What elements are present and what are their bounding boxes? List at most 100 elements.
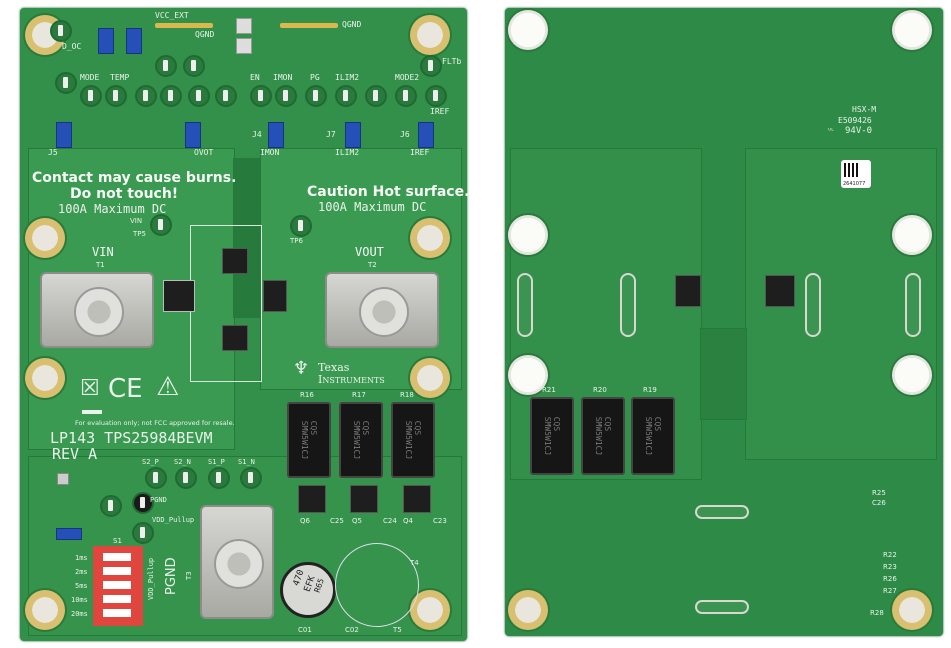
test-point[interactable] bbox=[305, 85, 327, 107]
label-tp5-vin: VIN bbox=[130, 217, 143, 225]
test-point[interactable] bbox=[80, 85, 102, 107]
label-r25: R25 bbox=[872, 489, 886, 497]
mounting-hole bbox=[508, 355, 548, 395]
tp-s2-p[interactable] bbox=[145, 467, 167, 489]
tp6-vout[interactable] bbox=[290, 215, 312, 237]
vin-terminal-lug[interactable] bbox=[40, 272, 154, 348]
label-r22: R22 bbox=[883, 551, 897, 559]
weee-icon: ☒ bbox=[80, 376, 100, 401]
warning-burns: Contact may cause burns. bbox=[32, 170, 237, 186]
dip-side-label: VDD_Pullup bbox=[147, 557, 155, 600]
mounting-hole bbox=[508, 10, 548, 50]
test-point[interactable] bbox=[188, 85, 210, 107]
test-point[interactable] bbox=[395, 85, 417, 107]
label-r16: R16 bbox=[300, 391, 314, 399]
electrolytic-capacitor-c01: 470 EFK R65 bbox=[280, 562, 336, 618]
test-point[interactable] bbox=[155, 55, 177, 77]
dip-switch[interactable] bbox=[93, 546, 143, 626]
jumper-j9[interactable] bbox=[56, 528, 82, 540]
dip-switch-5[interactable] bbox=[103, 609, 131, 617]
label-j7: J7 bbox=[326, 130, 336, 139]
label-t4: T4 bbox=[410, 559, 419, 567]
ti-text-2: Instruments bbox=[318, 373, 385, 386]
tp-s1-n[interactable] bbox=[240, 467, 262, 489]
test-point[interactable] bbox=[335, 85, 357, 107]
tp5-vin[interactable] bbox=[150, 214, 172, 236]
test-point[interactable] bbox=[160, 85, 182, 107]
label-vout: VOUT bbox=[355, 245, 384, 259]
test-point[interactable] bbox=[425, 85, 447, 107]
tp-s1-p[interactable] bbox=[208, 467, 230, 489]
label-r20: R20 bbox=[593, 386, 607, 394]
resistor-marking: CQS SMW5W1CJ bbox=[644, 416, 662, 456]
label-r18: R18 bbox=[400, 391, 414, 399]
resistor-marking: CQS SMW5W1CJ bbox=[352, 420, 370, 460]
shunt-resistor-r21: CQS SMW5W1CJ bbox=[530, 397, 574, 475]
ul-marking-1: HSX-M bbox=[852, 105, 877, 114]
label-tp6: TP6 bbox=[290, 237, 303, 245]
dip-switch-3[interactable] bbox=[103, 581, 131, 589]
jumper-j6[interactable] bbox=[418, 122, 434, 148]
jumper-j7[interactable] bbox=[345, 122, 361, 148]
test-point[interactable] bbox=[420, 55, 442, 77]
label-t3: T3 bbox=[185, 571, 193, 580]
trace bbox=[233, 158, 260, 318]
jumper-j3[interactable] bbox=[126, 28, 142, 54]
ul-logo-icon: ᵁᴸ bbox=[828, 127, 834, 135]
slot bbox=[695, 600, 749, 614]
qr-pattern bbox=[844, 163, 860, 177]
jumper-j1[interactable] bbox=[98, 28, 114, 54]
jumper-j5[interactable] bbox=[56, 122, 72, 148]
tp24[interactable] bbox=[132, 522, 154, 544]
jumper-j2[interactable] bbox=[185, 122, 201, 148]
test-point[interactable] bbox=[215, 85, 237, 107]
mounting-hole bbox=[410, 358, 450, 398]
label-ovot: OVOT bbox=[194, 148, 214, 157]
label-vcc-ext: VCC_EXT bbox=[155, 11, 189, 20]
sw3-button[interactable] bbox=[57, 473, 69, 485]
fcc-notice: For evaluation only; not FCC approved fo… bbox=[75, 419, 235, 427]
test-point[interactable] bbox=[275, 85, 297, 107]
test-point[interactable] bbox=[135, 85, 157, 107]
shunt-resistor-r18: CQS SMW5W1CJ bbox=[391, 402, 435, 478]
label-j5: J5 bbox=[48, 148, 58, 157]
diode-d3 bbox=[263, 280, 287, 312]
jumper-j4[interactable] bbox=[268, 122, 284, 148]
mounting-hole bbox=[892, 590, 932, 630]
label-iref-j: IREF bbox=[410, 148, 430, 157]
pgnd-terminal-lug[interactable] bbox=[200, 505, 274, 619]
mounting-hole bbox=[508, 590, 548, 630]
label-t2: T2 bbox=[368, 261, 377, 269]
test-point[interactable] bbox=[250, 85, 272, 107]
tp-s2-n[interactable] bbox=[175, 467, 197, 489]
sw1-button[interactable] bbox=[236, 38, 252, 54]
vout-plane bbox=[260, 148, 462, 390]
label-r28: R28 bbox=[870, 609, 884, 617]
test-point[interactable] bbox=[105, 85, 127, 107]
label-r21: R21 bbox=[542, 386, 556, 394]
label-q5: Q5 bbox=[352, 517, 362, 525]
label-pgnd: PGND bbox=[164, 557, 179, 595]
hot-surface-icon: ⚠ bbox=[156, 372, 180, 402]
test-point[interactable] bbox=[183, 55, 205, 77]
back-center-plane bbox=[700, 328, 747, 420]
test-point[interactable] bbox=[50, 20, 72, 42]
sw2-button[interactable] bbox=[236, 18, 252, 34]
label-c23: C23 bbox=[433, 517, 447, 525]
tp26[interactable] bbox=[100, 495, 122, 517]
mounting-hole bbox=[25, 218, 65, 258]
label-j6: J6 bbox=[400, 130, 410, 139]
label-c02: C02 bbox=[345, 626, 359, 634]
dip-switch-2[interactable] bbox=[103, 567, 131, 575]
vout-terminal-lug[interactable] bbox=[325, 272, 439, 348]
slot bbox=[517, 273, 533, 337]
dip-switch-4[interactable] bbox=[103, 595, 131, 603]
label-q6: Q6 bbox=[300, 517, 310, 525]
mounting-hole bbox=[892, 215, 932, 255]
label-c25: C25 bbox=[330, 517, 344, 525]
tp27-pgnd[interactable] bbox=[132, 492, 154, 514]
test-point[interactable] bbox=[55, 72, 77, 94]
dip-switch-1[interactable] bbox=[103, 553, 131, 561]
ce-mark: CE bbox=[108, 374, 143, 404]
test-point[interactable] bbox=[365, 85, 387, 107]
